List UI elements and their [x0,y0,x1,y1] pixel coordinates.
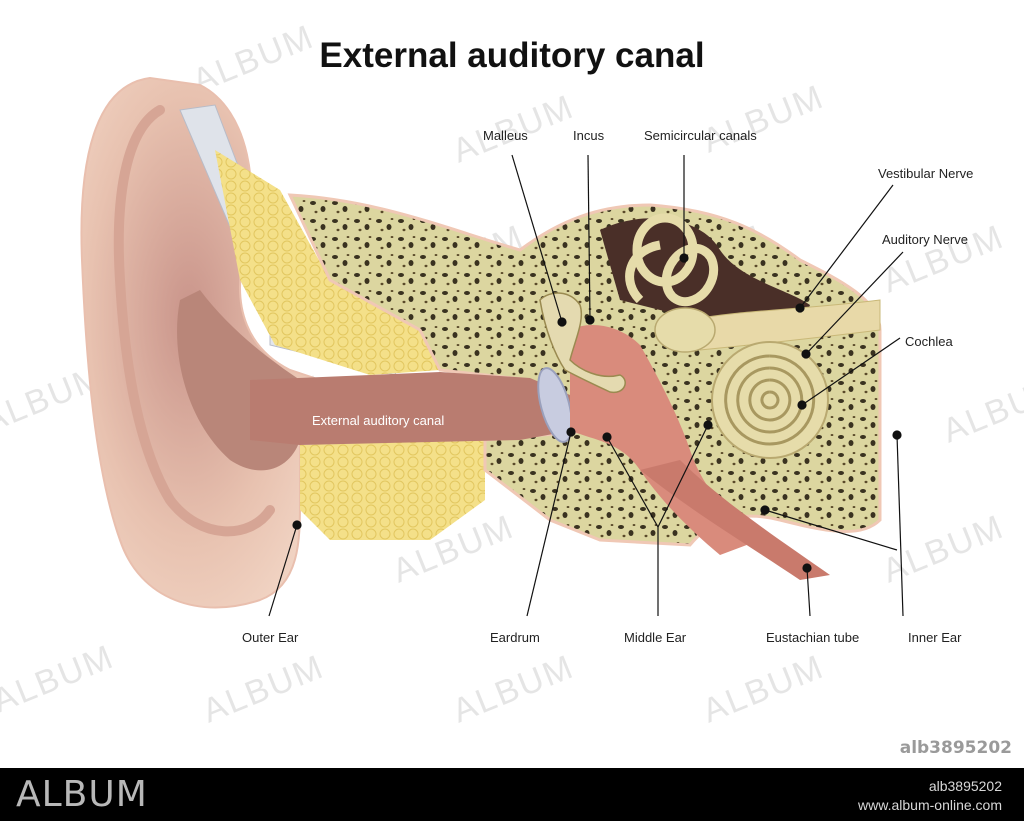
nerve-bundle [689,299,881,351]
footer-url[interactable]: www.album-online.com [858,797,1002,813]
label-semicircular-canals: Semicircular canals [644,128,757,143]
label-auditory-nerve: Auditory Nerve [882,232,968,247]
ear-anatomy-illustration [80,76,904,617]
label-outer-ear: Outer Ear [242,630,299,645]
auditory-canal [250,372,575,445]
label-malleus: Malleus [483,128,528,143]
cochlea-shape [711,341,829,459]
footer-bar: ALBUM alb3895202 www.album-online.com [0,768,1024,821]
fat-upper [215,150,440,375]
semicircular-canals-shape [625,213,719,307]
label-inner-ear: Inner Ear [908,630,962,645]
eardrum-membrane [537,367,573,443]
label-eardrum: Eardrum [490,630,540,645]
pinna-inner-fold [113,105,275,537]
label-incus: Incus [573,128,605,143]
image-code: alb3895202 [899,738,1012,758]
diagram-title: External auditory canal [319,36,705,75]
label-vestibular-nerve: Vestibular Nerve [878,166,974,181]
label-external-auditory-canal: External auditory canal [312,413,445,428]
label-middle-ear: Middle Ear [624,630,687,645]
leader-lines [268,154,904,617]
label-eustachian-tube: Eustachian tube [766,630,860,645]
eustachian-tube-shape [640,460,830,580]
label-cochlea: Cochlea [905,334,953,349]
fat-lower [300,440,485,540]
footer-image-id: alb3895202 [928,778,1002,794]
vestibule [654,307,716,353]
brand-logo: ALBUM [16,774,148,815]
